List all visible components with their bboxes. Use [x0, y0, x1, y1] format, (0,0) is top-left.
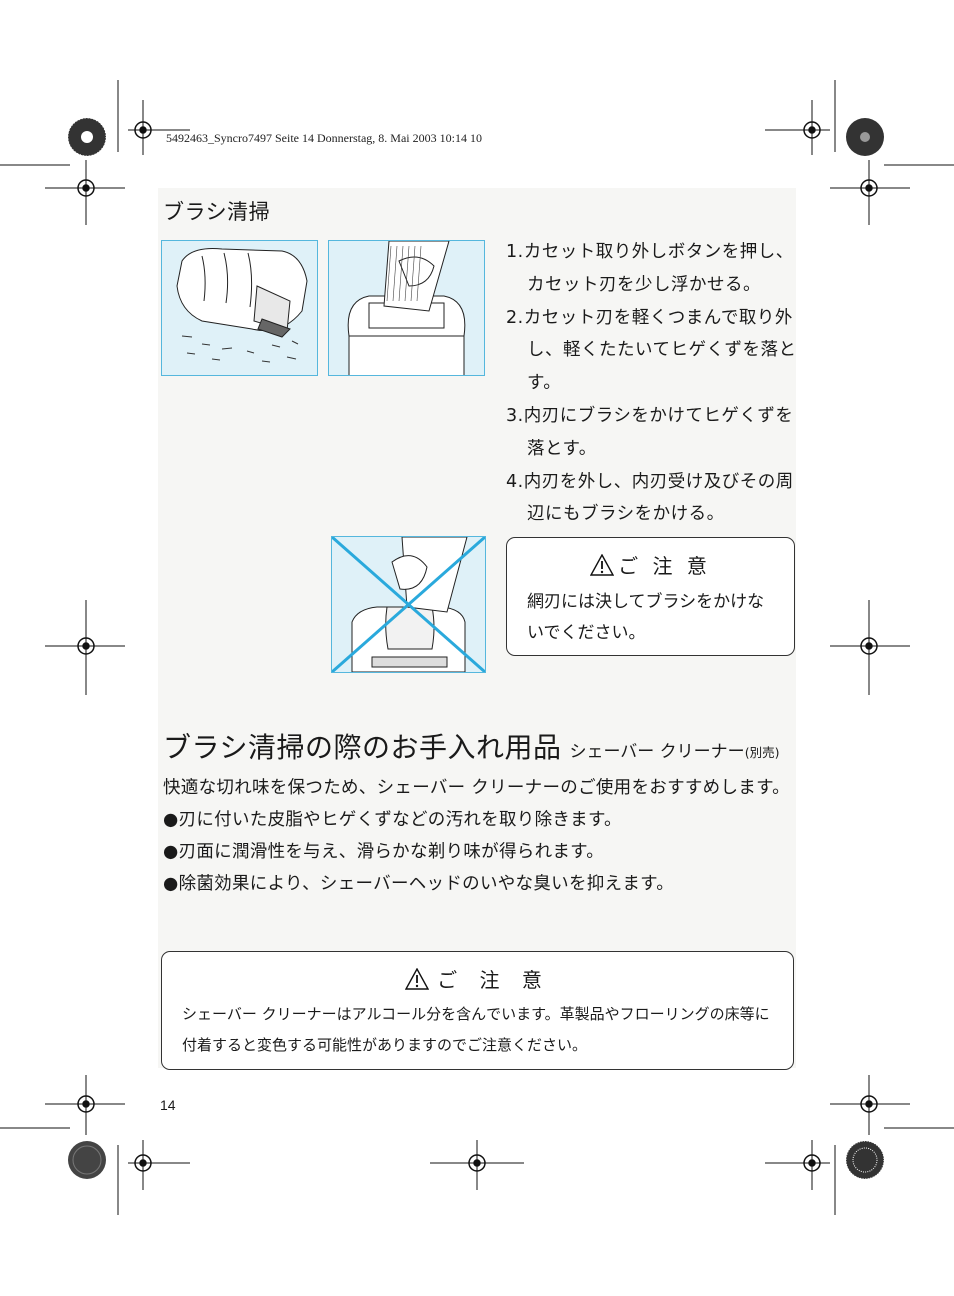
- cleaner-subtitle: シェーバー クリーナー: [569, 742, 745, 762]
- bullet-item: ●除菌効果により、シェーバーヘッドのいやな臭いを抑えます。: [163, 874, 674, 894]
- cleaner-caution-box: ご 注 意 シェーバー クリーナーはアルコール分を含んでいます。革製品やフローリ…: [161, 951, 794, 1070]
- brush-caution-box: ご 注 意 網刃には決してブラシをかけないでください。: [506, 537, 795, 656]
- brush-cleaning-title: ブラシ清掃: [163, 200, 271, 224]
- caution-header: ご 注 意: [507, 550, 794, 579]
- cleaner-intro: 快適な切れ味を保つため、シェーバー クリーナーのご使用をおすすめします。: [163, 778, 790, 798]
- caution-header: ご 注 意: [162, 964, 793, 993]
- cassette-release-illustration: [176, 248, 308, 363]
- figure-cassette-release: [161, 240, 318, 376]
- step-item: 4.内刃を外し、内刃受け及びその周辺にもブラシをかける。: [506, 471, 794, 525]
- step-item: 2.カセット刃を軽くつまんで取り外し、軽くたたいてヒゲくずを落とす。: [506, 307, 797, 394]
- brush-inner-cutter-illustration: [347, 241, 466, 375]
- warning-triangle-icon: [405, 967, 430, 990]
- caution-title: ご 注 意: [618, 554, 711, 578]
- print-info-header: 5492463_Syncro7497 Seite 14 Donnerstag, …: [166, 131, 482, 145]
- figure-brush-inner-cutter: [328, 240, 485, 376]
- figure-do-not-brush-foil: [331, 536, 486, 673]
- caution-text: シェーバー クリーナーはアルコール分を含んでいます。革製品やフローリングの床等に…: [182, 1005, 770, 1054]
- bullet-item: ●刃に付いた皮脂やヒゲくずなどの汚れを取り除きます。: [163, 810, 622, 830]
- cleaner-subtitle-note: (別売): [744, 745, 780, 760]
- bullet-item: ●刃面に潤滑性を与え、滑らかな剃り味が得られます。: [163, 842, 605, 862]
- caution-text: 網刃には決してブラシをかけないでください。: [527, 592, 765, 643]
- step-item: 1.カセット取り外しボタンを押し、カセット刃を少し浮かせる。: [506, 242, 794, 295]
- caution-title: ご 注 意: [437, 968, 550, 992]
- do-not-brush-foil-illustration: [332, 537, 485, 672]
- warning-triangle-icon: [590, 553, 615, 576]
- cleaner-title: ブラシ清掃の際のお手入れ用品: [163, 731, 562, 764]
- cleaner-description: 快適な切れ味を保つため、シェーバー クリーナーのご使用をおすすめします。 ●刃に…: [163, 772, 799, 900]
- page-number: 14: [160, 1097, 176, 1113]
- cleaner-section-title: ブラシ清掃の際のお手入れ用品シェーバー クリーナー(別売): [163, 726, 779, 766]
- step-item: 3.内刃にブラシをかけてヒゲくずを落とす。: [506, 405, 794, 459]
- brush-cleaning-steps: 1.カセット取り外しボタンを押し、カセット刃を少し浮かせる。 2.カセット刃を軽…: [506, 236, 806, 531]
